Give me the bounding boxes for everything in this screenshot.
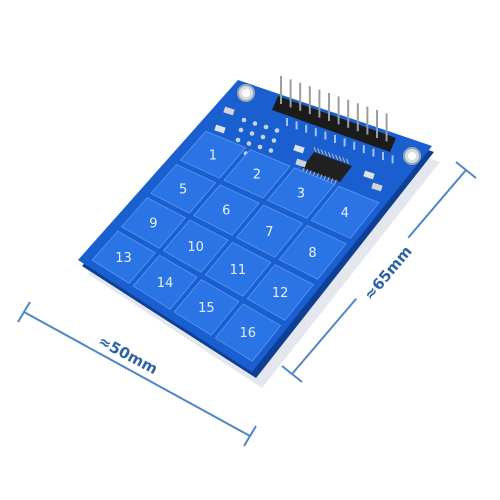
touch-pad: 11 — [204, 241, 272, 297]
touch-pad-number: 10 — [187, 240, 204, 255]
touch-pad: 4 — [310, 185, 380, 239]
mounting-hole-inner — [242, 89, 250, 97]
touch-pad: 1 — [179, 130, 247, 179]
touch-pad-number: 12 — [272, 286, 289, 301]
touch-pad: 14 — [132, 254, 198, 310]
touch-pad: 8 — [278, 224, 347, 280]
touch-pad-number: 15 — [198, 301, 215, 316]
touch-pad: 6 — [193, 184, 260, 236]
mounting-hole-inner — [408, 152, 416, 160]
touch-pad-number: 9 — [149, 217, 157, 232]
touch-pad-number: 4 — [341, 206, 349, 221]
smd-components — [214, 106, 383, 192]
touch-pad-number: 3 — [297, 187, 305, 202]
touch-pad: 13 — [91, 230, 156, 284]
touch-pad: 10 — [162, 219, 229, 273]
touch-pad-number: 7 — [265, 225, 273, 240]
touch-pad-number: 14 — [157, 276, 174, 291]
touch-pad: 7 — [235, 204, 304, 258]
touch-pad: 16 — [214, 303, 282, 362]
touch-pad-number: 5 — [179, 182, 187, 197]
width-dimension — [17, 301, 257, 447]
touch-pad-number: 1 — [209, 148, 217, 163]
touch-pad: 15 — [173, 279, 240, 336]
touch-pad: 12 — [246, 264, 314, 321]
touch-pad: 9 — [120, 197, 187, 249]
touch-pad-number: 16 — [240, 326, 257, 341]
pin-header — [272, 76, 396, 152]
touch-pad-number: 11 — [230, 263, 247, 278]
touch-pad-number: 2 — [253, 167, 261, 182]
touch-pad-number: 6 — [222, 204, 230, 219]
touch-pad: 2 — [223, 149, 291, 199]
touch-pad-number: 8 — [308, 246, 316, 261]
pin-labels-silkscreen — [286, 118, 394, 164]
touch-pad: 3 — [266, 167, 336, 219]
touch-pad-number: 13 — [115, 251, 132, 266]
touch-pad: 5 — [150, 164, 217, 214]
